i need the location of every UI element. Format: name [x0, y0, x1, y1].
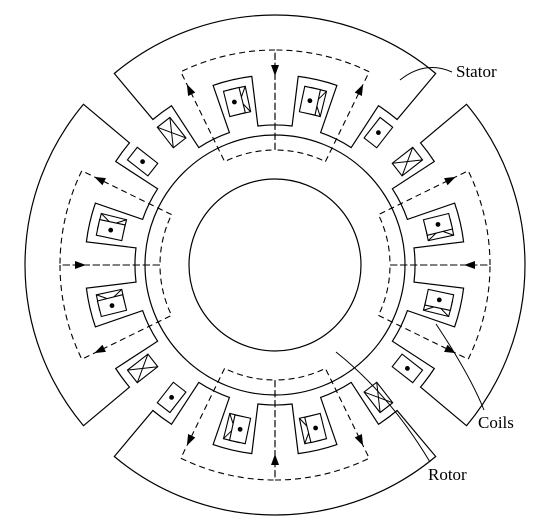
flux-arrow-5 [444, 176, 456, 186]
coil-8 [424, 288, 455, 312]
coil-6 [391, 353, 424, 384]
coils-group [95, 85, 455, 445]
flux-paths [59, 49, 491, 481]
coils-label: Coils [478, 413, 514, 432]
coil-4 [222, 86, 246, 118]
rotor-shaft-circle [188, 178, 362, 352]
flux-arrow-8 [354, 434, 364, 446]
coil-2 [298, 85, 322, 116]
coil-12 [156, 381, 187, 414]
coil-17 [363, 381, 394, 414]
coil-10 [422, 212, 454, 236]
stator-label: Stator [456, 62, 497, 81]
stator-leader-line [399, 67, 453, 81]
flux-arrow-10 [75, 261, 86, 269]
flux-arrow-9 [94, 176, 106, 186]
stator-outline [24, 14, 526, 516]
rotor-outer-circle [144, 134, 406, 396]
coil-0 [363, 116, 394, 149]
coil-20 [95, 218, 126, 242]
coil-23 [126, 353, 159, 384]
flux-arrow-2 [186, 84, 196, 96]
rotor-label: Rotor [428, 465, 467, 484]
coil-18 [126, 146, 159, 177]
flux-arrow-7 [271, 454, 279, 465]
coil-14 [228, 414, 252, 445]
flux-arrow-0 [354, 84, 364, 96]
coil-5 [156, 116, 187, 149]
coil-22 [96, 294, 128, 318]
flux-arrow-1 [271, 65, 279, 76]
coil-11 [391, 146, 424, 177]
flux-arrow-4 [464, 261, 475, 269]
coil-16 [304, 412, 328, 444]
flux-arrows [75, 65, 475, 465]
flux-arrow-11 [94, 344, 106, 354]
coils-leader-line [435, 323, 485, 411]
flux-arrow-6 [186, 434, 196, 446]
rotor-leader-line [335, 351, 431, 463]
